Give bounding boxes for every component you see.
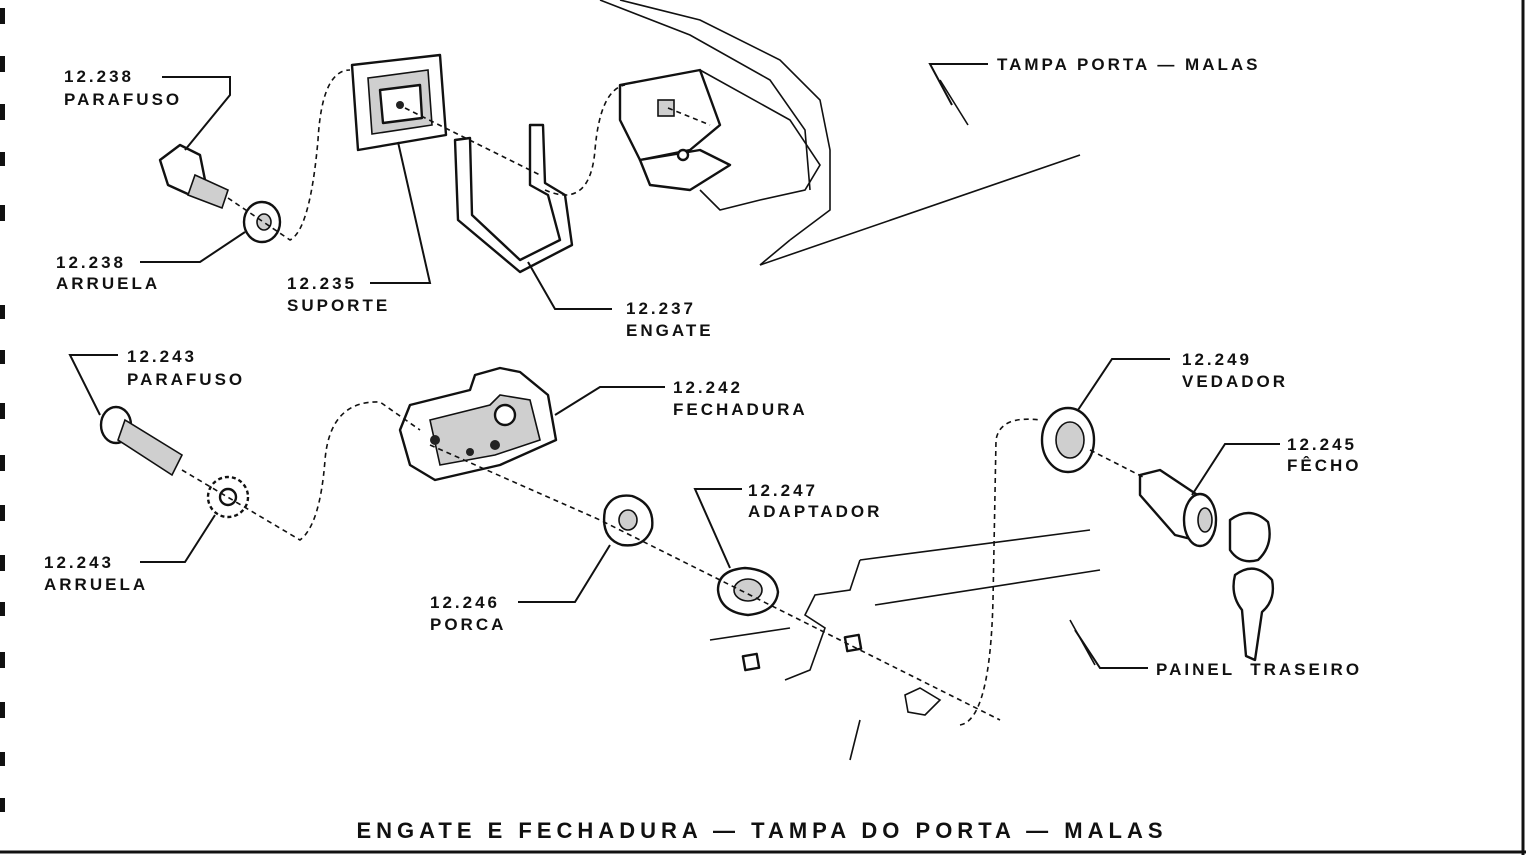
leader-parafuso-12238 xyxy=(162,76,231,151)
callout-name-painel: PAINEL TRASEIRO xyxy=(1156,660,1362,679)
leader-arruela-12238 xyxy=(140,231,246,263)
callout-name-arruela-12243: ARRUELA xyxy=(44,575,148,594)
assembly-line-upper-axis xyxy=(404,107,541,176)
assembly-line-upper-slot xyxy=(667,107,711,126)
leader-fecho-12245 xyxy=(1191,443,1280,496)
callout-code-porca-12246: 12.246 xyxy=(430,593,500,612)
adaptador-adapter xyxy=(716,566,780,617)
parafuso-bolt-upper xyxy=(158,143,229,210)
leader-parafuso-12243 xyxy=(68,354,118,416)
leader-arruela-12243 xyxy=(140,514,216,563)
leader-engate-12237 xyxy=(527,261,612,310)
callout-name-engate-12237: ENGATE xyxy=(626,321,714,340)
callout-code-fechadura-12242: 12.242 xyxy=(673,378,743,397)
leader-adaptador-12247 xyxy=(693,488,742,569)
assembly-line-lower-cylinder xyxy=(1089,449,1146,479)
painel-traseiro-panel xyxy=(709,529,1101,761)
assembly-line-upper-lid xyxy=(544,84,626,196)
callout-code-arruela-12243: 12.243 xyxy=(44,553,114,572)
callout-name-vedador-12249: VEDADOR xyxy=(1182,372,1288,391)
callout-name-suporte-12235: SUPORTE xyxy=(287,296,390,315)
leader-tampa xyxy=(928,63,988,106)
vedador-seal xyxy=(1040,406,1096,474)
callout-name-adaptador-12247: ADAPTADOR xyxy=(748,502,882,521)
callout-name-parafuso-12238: PARAFUSO xyxy=(64,90,182,109)
leader-suporte-12235 xyxy=(370,141,432,284)
leader-vedador-12249 xyxy=(1077,358,1170,411)
callout-name-fecho-12245: FÊCHO xyxy=(1287,456,1362,475)
callout-name-porca-12246: PORCA xyxy=(430,615,506,634)
porca-nut xyxy=(602,494,654,547)
callout-code-engate-12237: 12.237 xyxy=(626,299,696,318)
callout-code-fecho-12245: 12.245 xyxy=(1287,435,1357,454)
assembly-line-lower-seal xyxy=(959,418,1041,726)
diagram-title: ENGATE E FECHADURA — TAMPA DO PORTA — MA… xyxy=(356,818,1167,843)
callout-code-vedador-12249: 12.249 xyxy=(1182,350,1252,369)
callout-name-arruela-12238: ARRUELA xyxy=(56,274,160,293)
callout-name-parafuso-12243: PARAFUSO xyxy=(127,370,245,389)
fechadura-lock xyxy=(398,366,558,482)
fecho-lock-cylinder xyxy=(1138,468,1275,662)
callout-code-suporte-12235: 12.235 xyxy=(287,274,357,293)
leader-painel xyxy=(1074,629,1148,669)
parafuso-bolt-lower xyxy=(99,405,184,477)
assembly-line-lower-bolt xyxy=(181,401,421,541)
arruela-washer-upper xyxy=(242,200,282,244)
engate-striker xyxy=(453,123,574,274)
callout-code-adaptador-12247: 12.247 xyxy=(748,481,818,500)
callout-code-arruela-12238: 12.238 xyxy=(56,253,126,272)
suporte-bracket xyxy=(350,53,448,152)
callout-name-fechadura-12242: FECHADURA xyxy=(673,400,808,419)
arruela-star-washer-lower xyxy=(206,475,250,519)
leader-fechadura-12242 xyxy=(554,386,665,416)
binder-marks xyxy=(0,8,5,812)
callout-code-parafuso-12243: 12.243 xyxy=(127,347,197,366)
callout-name-tampa: TAMPA PORTA — MALAS xyxy=(997,55,1261,74)
assembly-line-upper-bolt xyxy=(227,69,351,241)
trunk-lid-panel xyxy=(599,0,1081,266)
callout-code-parafuso-12238: 12.238 xyxy=(64,67,134,86)
leader-porca-12246 xyxy=(518,544,611,603)
assembly-line-lower-axis xyxy=(429,444,1001,721)
